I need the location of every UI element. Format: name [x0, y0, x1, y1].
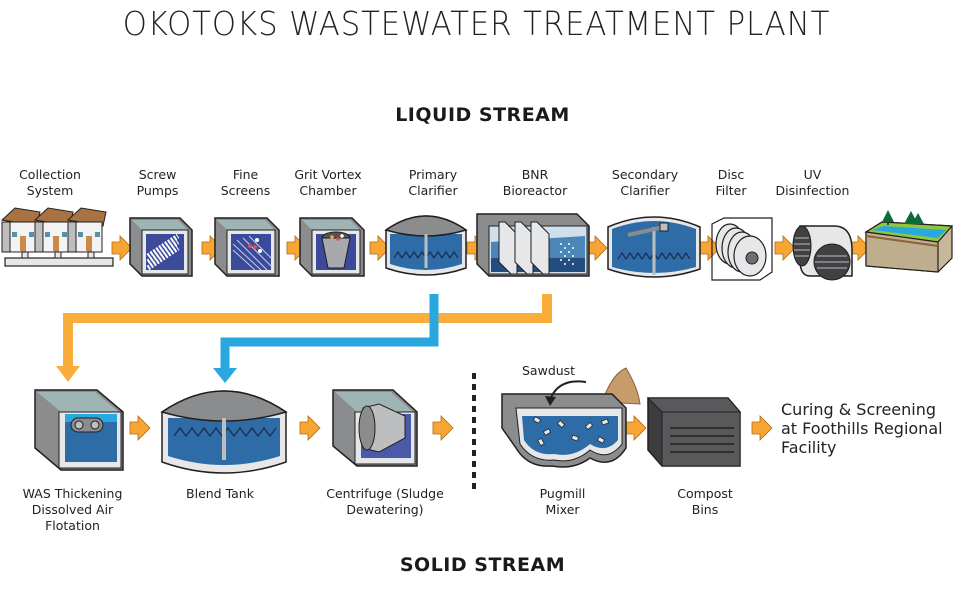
secondary-clarifier-icon — [607, 216, 701, 278]
solid-stream-heading: SOLID STREAM — [399, 554, 566, 576]
disc-filter-icon — [711, 217, 773, 281]
primary-clarifier-icon — [384, 215, 468, 276]
sludge-line-blue — [213, 294, 439, 383]
step-label-pugmill-mixer: Pugmill Mixer — [539, 486, 586, 517]
step-label-screw-pumps: Screw Pumps — [136, 167, 179, 198]
step-label-collection-system: Collection System — [19, 167, 81, 198]
step-label-bnr-bioreactor: BNR Bioreactor — [502, 167, 568, 198]
step-label-primary-clarifier: Primary Clarifier — [408, 167, 458, 198]
screw-pump-icon — [129, 217, 193, 277]
step-label-uv-disinfection: UV Disinfection — [775, 167, 850, 198]
grit-vortex-icon — [299, 217, 365, 277]
uv-disinfection-icon — [792, 225, 853, 281]
compost-bins-icon — [646, 397, 742, 467]
fine-screen-icon — [214, 217, 280, 277]
step-label-disc-filter: Disc Filter — [715, 167, 747, 198]
sawdust-label: Sawdust — [522, 363, 576, 378]
page-title: OKOTOKS WASTEWATER TREATMENT PLANT — [122, 4, 831, 43]
centrifuge-icon — [332, 389, 418, 467]
liquid-stream-heading: LIQUID STREAM — [395, 104, 570, 126]
pugmill-mixer-icon — [501, 367, 641, 468]
step-label-was-thickening: WAS Thickening Dissolved Air Flotation — [22, 486, 123, 533]
step-label-compost-bins: Compost Bins — [677, 486, 733, 517]
daf-tank-icon — [34, 389, 124, 471]
step-label-fine-screens: Fine Screens — [220, 167, 271, 198]
step-label-secondary-clarifier: Secondary Clarifier — [611, 167, 679, 198]
blend-tank-icon — [160, 390, 288, 474]
step-label-blend-tank: Blend Tank — [186, 486, 254, 501]
step-label-grit-vortex: Grit Vortex Chamber — [294, 167, 362, 198]
river-landscape-icon — [864, 210, 953, 273]
step-label-centrifuge: Centrifuge (Sludge Dewatering) — [326, 486, 444, 517]
bioreactor-icon — [476, 213, 590, 277]
final-destination-label: Curing & Screening at Foothills Regional… — [781, 400, 943, 457]
sludge-line-orange — [56, 294, 552, 382]
houses-icon — [0, 207, 114, 267]
